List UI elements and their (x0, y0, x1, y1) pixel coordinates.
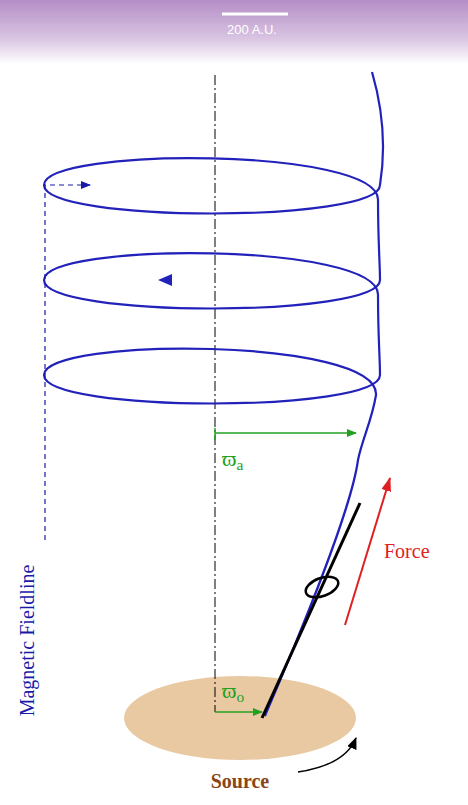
radius-arrow (215, 711, 262, 713)
symbol: ϖ (222, 678, 236, 703)
rotation-arrow (298, 738, 356, 772)
scale-label: 200 A.U. (227, 22, 277, 37)
direction-arrowhead (158, 274, 172, 286)
rotation-axis (215, 75, 216, 712)
wire (262, 503, 360, 718)
radius-tick (214, 428, 216, 440)
symbol: ϖ (222, 446, 236, 471)
radius-arrow (215, 432, 356, 434)
pointer-line (45, 185, 90, 540)
header-rule (222, 13, 288, 16)
magnetic-fieldline (44, 72, 383, 716)
subscript: a (236, 456, 243, 473)
force-label: Force (384, 540, 430, 563)
axis-label: Magnetic Fieldline (17, 564, 40, 716)
bead (303, 573, 341, 602)
subscript: o (236, 688, 244, 705)
source-disk (124, 676, 356, 760)
source-label: Source (211, 770, 270, 793)
radius-label: ϖa (222, 446, 243, 474)
radius-label: ϖo (222, 678, 244, 706)
force-arrow (345, 478, 390, 625)
